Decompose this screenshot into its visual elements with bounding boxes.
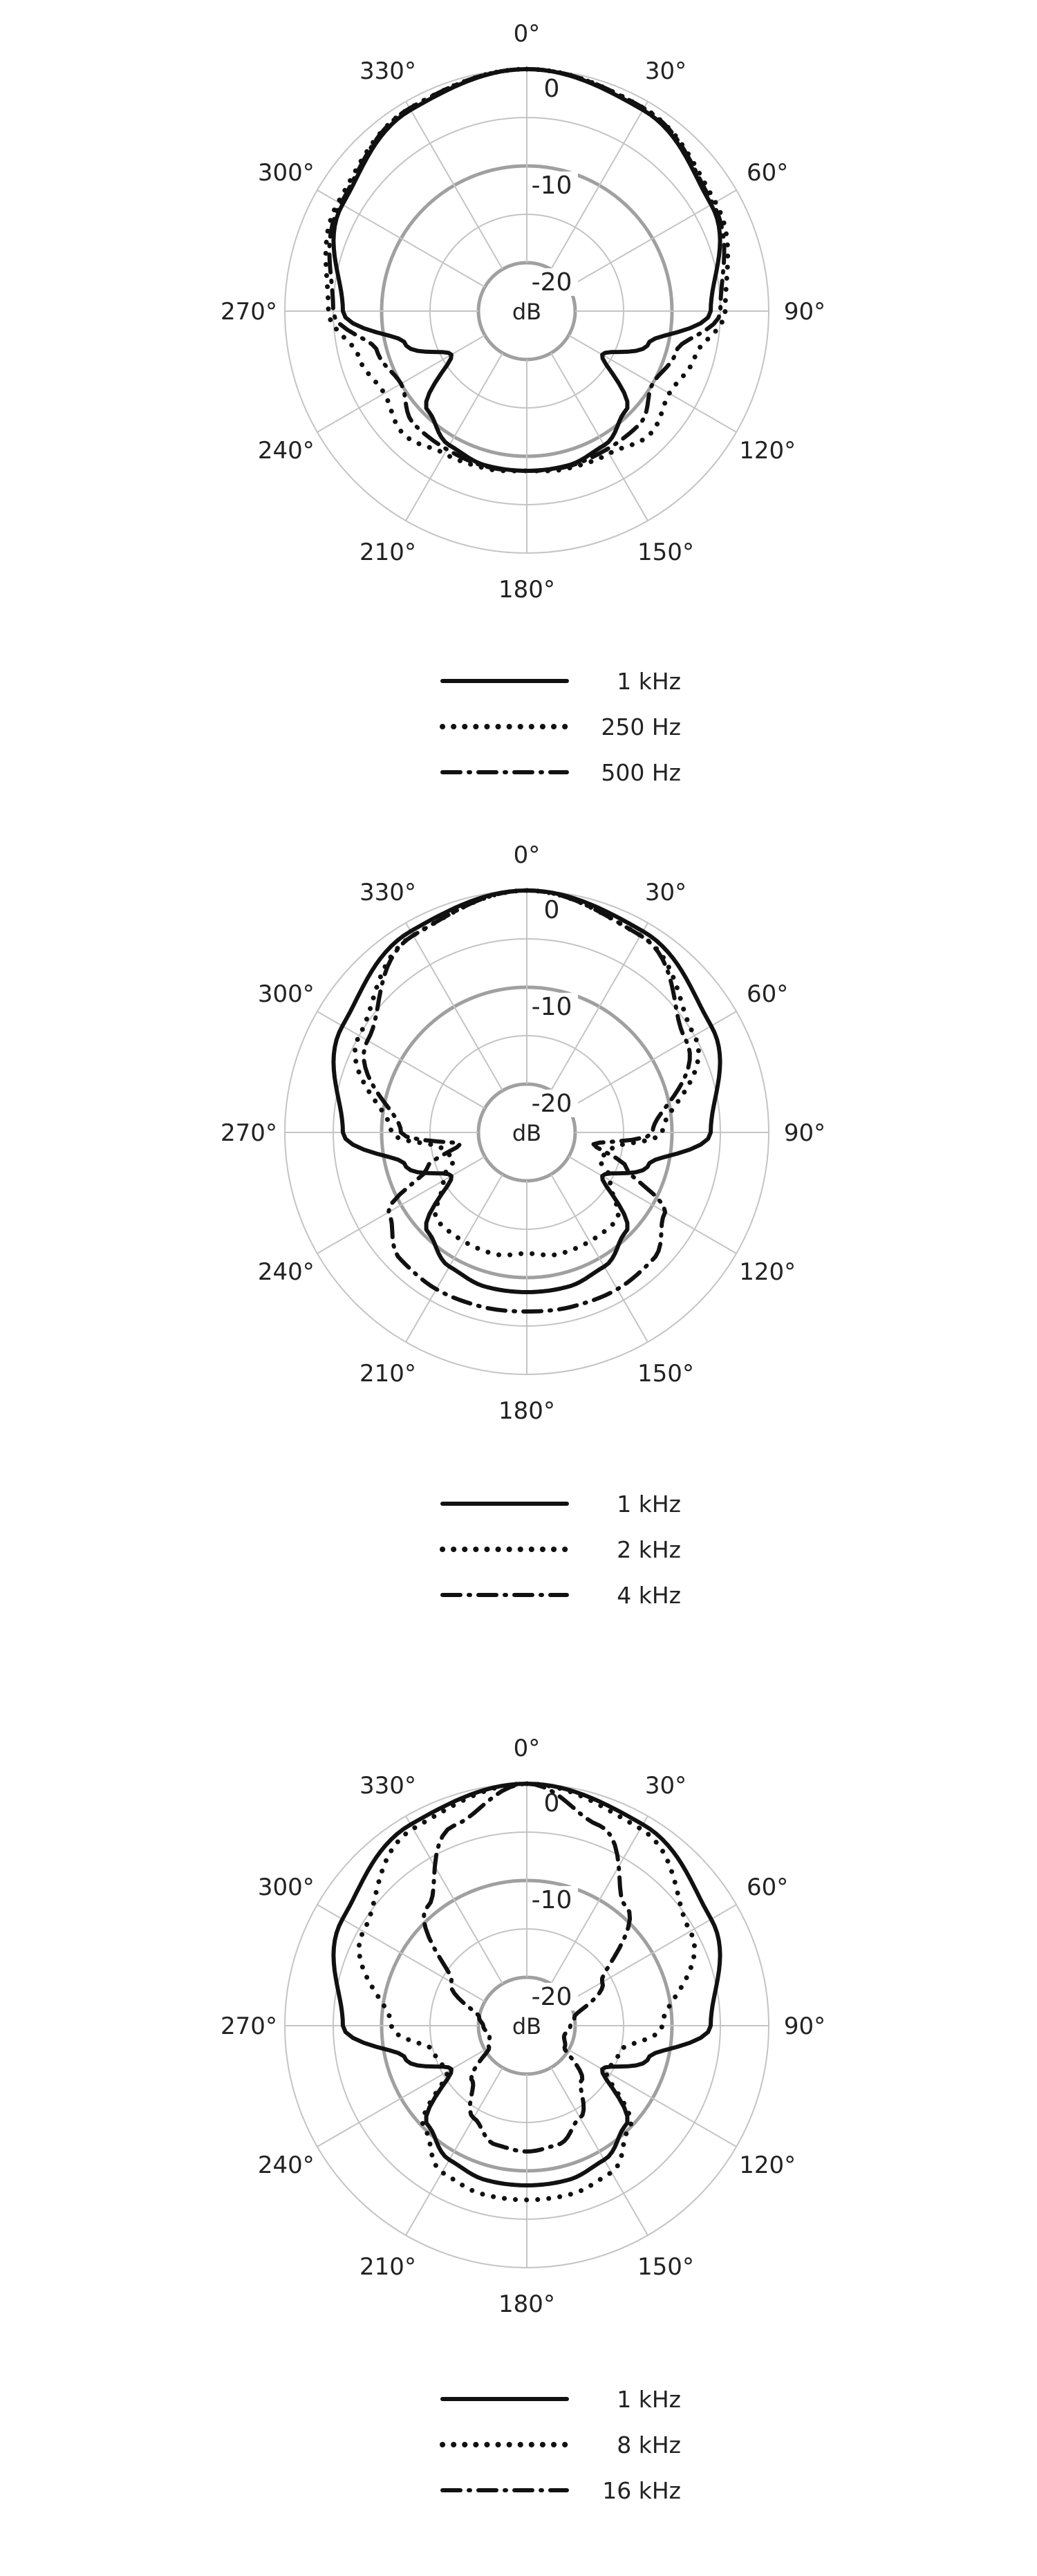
- c1-angle-label: 210°: [359, 539, 416, 566]
- c2-angle-label: 270°: [221, 1119, 277, 1147]
- c2-angle-label: 210°: [359, 1360, 416, 1388]
- c2-angle-label: 120°: [739, 1258, 796, 1286]
- c2-legend-label-3: 4 kHz: [617, 1582, 681, 1609]
- c3-angle-label: 90°: [784, 2013, 825, 2040]
- c3-db-label: -10: [532, 1886, 572, 1914]
- c3-angle-label: 210°: [359, 2253, 416, 2281]
- c3-series-2-curve: [356, 1781, 698, 2203]
- c3-angle-label: 180°: [498, 2290, 555, 2318]
- c1-angle-label: 240°: [258, 437, 315, 465]
- c1-spoke-330: [405, 101, 503, 270]
- c3-spoke-240: [317, 2049, 485, 2147]
- c2-spoke-150: [550, 1174, 648, 1343]
- c2-legend-label-2: 2 kHz: [617, 1536, 681, 1563]
- c2-center-bg: [503, 1109, 550, 1156]
- c2-spoke-60: [568, 1011, 737, 1109]
- c2-angle-label: 30°: [645, 879, 686, 906]
- c1-series-3-curve: [327, 67, 727, 473]
- c1-legend-label-2: 250 Hz: [601, 713, 681, 740]
- c1-spoke-150: [550, 353, 648, 521]
- c3-angle-label: 60°: [747, 1874, 788, 1901]
- c2-angle-label: 240°: [258, 1258, 315, 1286]
- c1-spoke-30: [550, 101, 648, 270]
- c3-angle-label: 150°: [637, 2253, 694, 2281]
- c3-spoke-30: [550, 1816, 648, 1984]
- c3-center-bg: [503, 2002, 550, 2049]
- polar-chart-3: 0° 30° 60° 90° 120° 150° 180° 210° 240° 270° 300° 3…: [221, 1735, 825, 2504]
- c1-angle-label: 30°: [645, 57, 686, 85]
- c3-angle-label: 240°: [258, 2152, 315, 2179]
- c1-angle-label: 150°: [637, 539, 694, 566]
- c1-center-bg: [503, 288, 550, 335]
- c2-center-label: dB: [512, 1120, 541, 1146]
- polar-chart-1: 0° 30° 60° 90° 120° 150° 180° 210° 240° 270° 300° 3…: [221, 20, 825, 786]
- c3-legend-label-1: 1 kHz: [617, 2386, 681, 2413]
- c1-db-label-bg: [530, 171, 578, 199]
- c2-spoke-300: [317, 1011, 485, 1109]
- c1-legend-label-1: 1 kHz: [617, 668, 681, 695]
- c2-series-3-curve: [362, 888, 692, 1314]
- c2-db-label: -10: [532, 993, 572, 1021]
- c3-spoke-60: [568, 1904, 737, 2002]
- c3-spoke-150: [550, 2067, 648, 2236]
- polar-chart-2: 0° 30° 60° 90° 120° 150° 180° 210° 240° 270° 300° 3…: [221, 841, 825, 1609]
- c2-angle-label: 150°: [637, 1360, 694, 1388]
- c3-legend-label-2: 8 kHz: [617, 2432, 681, 2458]
- c2-angle-label: 300°: [258, 980, 315, 1008]
- c3-series-3-curve: [421, 1782, 633, 2154]
- c1-db-label: 0: [544, 75, 560, 103]
- c1-center-label: dB: [512, 299, 541, 325]
- c2-angle-label: 0°: [514, 841, 541, 869]
- c1-angle-label: 300°: [258, 159, 315, 187]
- c1-angle-label: 270°: [221, 298, 277, 326]
- c1-db-label: -10: [532, 171, 572, 200]
- c1-spoke-210: [405, 353, 503, 521]
- c3-db-label-bg: [530, 1886, 578, 1914]
- c1-spoke-60: [568, 189, 737, 288]
- c3-angle-label: 330°: [359, 1772, 416, 1800]
- c2-db-label-bg: [530, 993, 578, 1020]
- c3-center-label: dB: [512, 2013, 541, 2040]
- c2-legend-label-1: 1 kHz: [617, 1491, 681, 1518]
- c3-angle-label: 300°: [258, 1874, 315, 1901]
- c1-angle-label: 180°: [498, 576, 555, 604]
- c2-spoke-30: [550, 922, 648, 1091]
- c2-angle-label: 60°: [747, 980, 788, 1008]
- c1-spoke-300: [317, 189, 485, 288]
- c1-db-label-bg: [530, 75, 578, 102]
- c3-db-label: 0: [544, 1789, 560, 1818]
- c3-spoke-300: [317, 1904, 485, 2002]
- c2-spoke-240: [317, 1156, 485, 1254]
- c3-spoke-330: [405, 1816, 503, 1984]
- c3-series-1-curve: [331, 1782, 722, 2187]
- c3-angle-label: 0°: [514, 1735, 541, 1762]
- c2-series-1-curve: [331, 888, 722, 1294]
- c2-db-label: 0: [544, 896, 560, 924]
- c2-spoke-210: [405, 1174, 503, 1343]
- c1-angle-label: 120°: [739, 437, 796, 465]
- c3-angle-label: 120°: [739, 2152, 796, 2179]
- c3-angle-label: 270°: [221, 2013, 277, 2040]
- c2-angle-label: 180°: [498, 1397, 555, 1425]
- c3-spoke-120: [568, 2049, 737, 2147]
- c1-angle-label: 90°: [784, 298, 825, 326]
- c1-angle-label: 0°: [514, 20, 541, 48]
- c3-angle-label: 30°: [645, 1772, 686, 1800]
- c3-legend-label-3: 16 kHz: [602, 2477, 681, 2504]
- c1-legend-label-3: 500 Hz: [601, 759, 681, 786]
- c2-angle-label: 330°: [359, 879, 416, 906]
- c2-angle-label: 90°: [784, 1119, 825, 1147]
- c2-spoke-330: [405, 922, 503, 1091]
- c1-angle-label: 330°: [359, 57, 416, 85]
- c1-angle-label: 60°: [747, 159, 788, 187]
- c3-spoke-210: [405, 2067, 503, 2236]
- c2-spoke-120: [568, 1156, 737, 1254]
